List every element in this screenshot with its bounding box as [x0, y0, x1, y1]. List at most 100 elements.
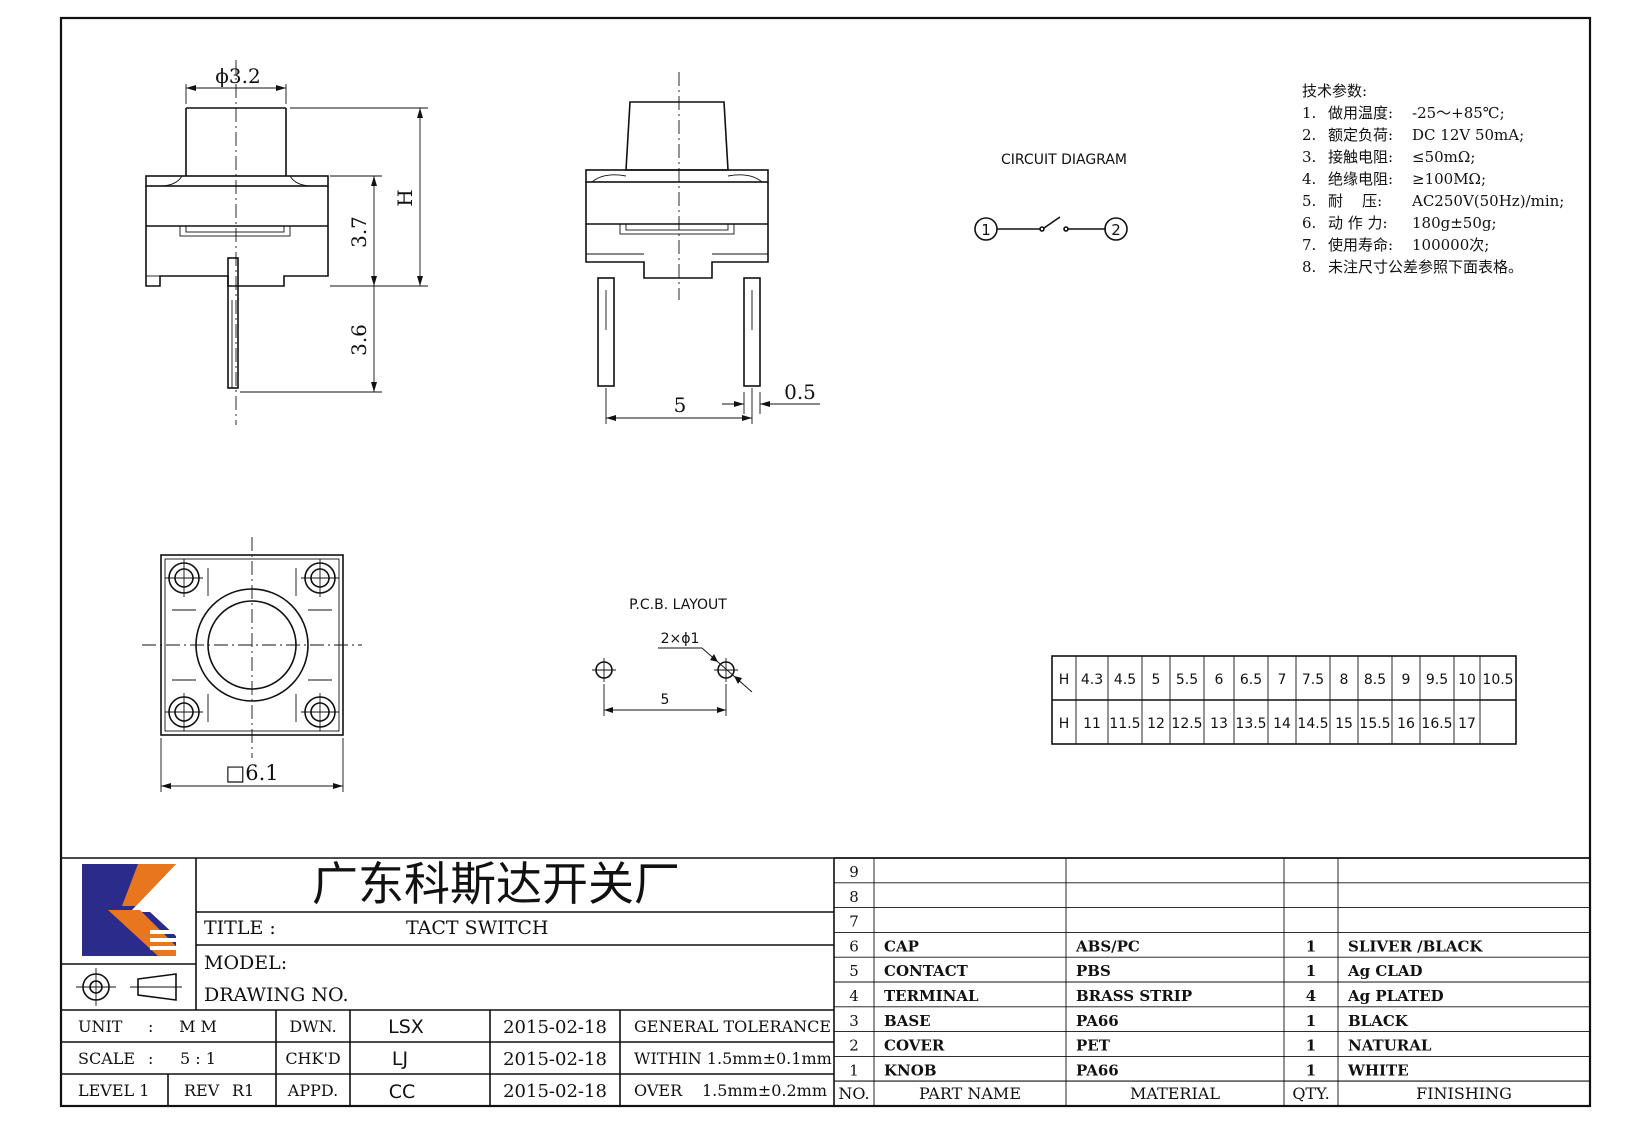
bom-header-qty: QTY. — [1292, 1084, 1329, 1103]
spec-number: 3. — [1302, 148, 1316, 166]
circuit-node-2: 2 — [1111, 221, 1121, 239]
mount-hole — [165, 559, 203, 597]
h-table-cell: 17 — [1458, 716, 1476, 732]
rev-label: REV — [184, 1081, 220, 1100]
spec-label: 未注尺寸公差参照下面表格。 — [1328, 258, 1523, 276]
bom-material: ABS/PC — [1075, 937, 1140, 955]
h-table-cell: 10 — [1458, 672, 1476, 688]
dim-3-6-label: 3.6 — [347, 324, 371, 356]
pcb-layout: P.C.B. LAYOUT 2×ϕ1 5 — [592, 597, 753, 716]
model-label: MODEL: — [204, 952, 287, 974]
spec-item: 7.使用寿命:100000次; — [1302, 236, 1489, 254]
drawing-frame — [59, 16, 1592, 1108]
spec-label: 额定负荷: — [1328, 126, 1393, 144]
h-table-cell: 4.5 — [1114, 672, 1136, 688]
h-table-cell: 9 — [1402, 672, 1411, 688]
bom-no: 4 — [849, 987, 859, 1005]
h-table-cell: H — [1059, 716, 1070, 732]
bom-part: CONTACT — [884, 962, 969, 980]
scale-label: SCALE — [78, 1049, 135, 1068]
bom-qty: 1 — [1306, 1061, 1316, 1079]
spec-label: 使用寿命: — [1328, 236, 1393, 254]
h-table-cell: 5.5 — [1176, 672, 1198, 688]
mount-hole — [301, 559, 339, 597]
bom-part: BASE — [884, 1012, 931, 1030]
bom-qty: 1 — [1306, 962, 1316, 980]
bom-no: 8 — [849, 888, 859, 906]
bom-row: 7 — [849, 913, 859, 931]
bom-part: KNOB — [884, 1061, 937, 1079]
circuit-label: CIRCUIT DIAGRAM — [1001, 152, 1127, 168]
unit-label: UNIT — [78, 1017, 123, 1036]
bom-qty: 1 — [1306, 1037, 1316, 1055]
title-label: TITLE : — [204, 917, 276, 939]
appd-label: APPD. — [287, 1081, 338, 1100]
bom-material: BRASS STRIP — [1076, 987, 1192, 1005]
bom-no: 6 — [849, 937, 859, 955]
dim-0-5-label: 0.5 — [784, 380, 816, 404]
spec-label: 接触电阻: — [1328, 148, 1393, 166]
spec-value: -25～+85℃; — [1412, 104, 1505, 122]
dim-h-label: H — [393, 189, 417, 206]
bom-material: PBS — [1076, 962, 1111, 980]
h-table-cell: 12 — [1147, 716, 1165, 732]
h-dimension-table: HH4.3114.511.55125.512.56136.513.57147.5… — [1051, 655, 1517, 745]
h-table-cell: 11 — [1083, 716, 1101, 732]
bom-header-finishing: FINISHING — [1416, 1084, 1512, 1103]
spec-value: ≤50mΩ; — [1412, 148, 1475, 166]
spec-value: 180g±50g; — [1412, 214, 1497, 232]
bom-no: 1 — [849, 1061, 859, 1079]
dim-3-7-label: 3.7 — [347, 216, 371, 248]
bom-finishing: Ag CLAD — [1347, 962, 1422, 980]
front-view: 5 0.5 — [585, 72, 820, 424]
spec-label: 做用温度: — [1328, 104, 1393, 122]
spec-value: ≥100MΩ; — [1412, 170, 1486, 188]
h-table-cell: H — [1059, 672, 1070, 688]
bom-qty: 4 — [1306, 987, 1316, 1005]
scale-value: 5 : 1 — [180, 1049, 216, 1068]
spec-number: 5. — [1302, 192, 1316, 210]
dim-phi-label: ϕ3.2 — [215, 64, 260, 88]
bom-material: PA66 — [1076, 1012, 1119, 1030]
h-table-cell: 6 — [1215, 672, 1224, 688]
spec-number: 6. — [1302, 214, 1316, 232]
spec-label: 绝缘电阻: — [1328, 170, 1393, 188]
h-table-cell: 14 — [1273, 716, 1291, 732]
h-table-cell: 7 — [1278, 672, 1287, 688]
bom-finishing: SLIVER /BLACK — [1348, 937, 1483, 955]
chk-value: LJ — [392, 1048, 408, 1070]
bom-finishing: BLACK — [1348, 1012, 1409, 1030]
appd-date: 2015-02-18 — [503, 1081, 607, 1102]
spec-label: 动 作 力: — [1328, 214, 1388, 232]
bom-row: 9 — [849, 863, 859, 881]
h-table-cell: 16.5 — [1421, 716, 1452, 732]
bom-no: 5 — [849, 962, 859, 980]
unit-colon: : — [148, 1017, 153, 1036]
bom-finishing: Ag PLATED — [1347, 987, 1444, 1005]
spec-item: 8. 未注尺寸公差参照下面表格。 — [1302, 258, 1523, 276]
spec-number: 2. — [1302, 126, 1316, 144]
h-table-cell: 8.5 — [1364, 672, 1386, 688]
company-logo — [82, 864, 176, 956]
spec-item: 6. 动 作 力: 180g±50g; — [1302, 214, 1497, 232]
bom-material: PET — [1076, 1037, 1111, 1055]
spec-number: 1. — [1302, 104, 1316, 122]
front-cap — [625, 101, 729, 171]
scale-colon: : — [148, 1049, 153, 1068]
bom-row: 8 — [849, 888, 859, 906]
h-table-cell: 13.5 — [1235, 716, 1266, 732]
bom-qty: 1 — [1306, 937, 1316, 955]
h-table-cell: 7.5 — [1302, 672, 1324, 688]
bom-material: PA66 — [1076, 1061, 1119, 1079]
specs-title: 技术参数: — [1302, 82, 1367, 100]
dim-5-label: 5 — [674, 393, 687, 417]
h-table-cell: 8 — [1340, 672, 1349, 688]
unit-value: M M — [179, 1017, 217, 1036]
h-table-cell: 15.5 — [1359, 716, 1390, 732]
chk-date: 2015-02-18 — [503, 1049, 607, 1070]
spec-number: 8. — [1302, 258, 1316, 276]
spec-value: DC 12V 50mA; — [1412, 126, 1524, 144]
tolerance-within: WITHIN 1.5mm±0.1mm — [634, 1049, 832, 1068]
